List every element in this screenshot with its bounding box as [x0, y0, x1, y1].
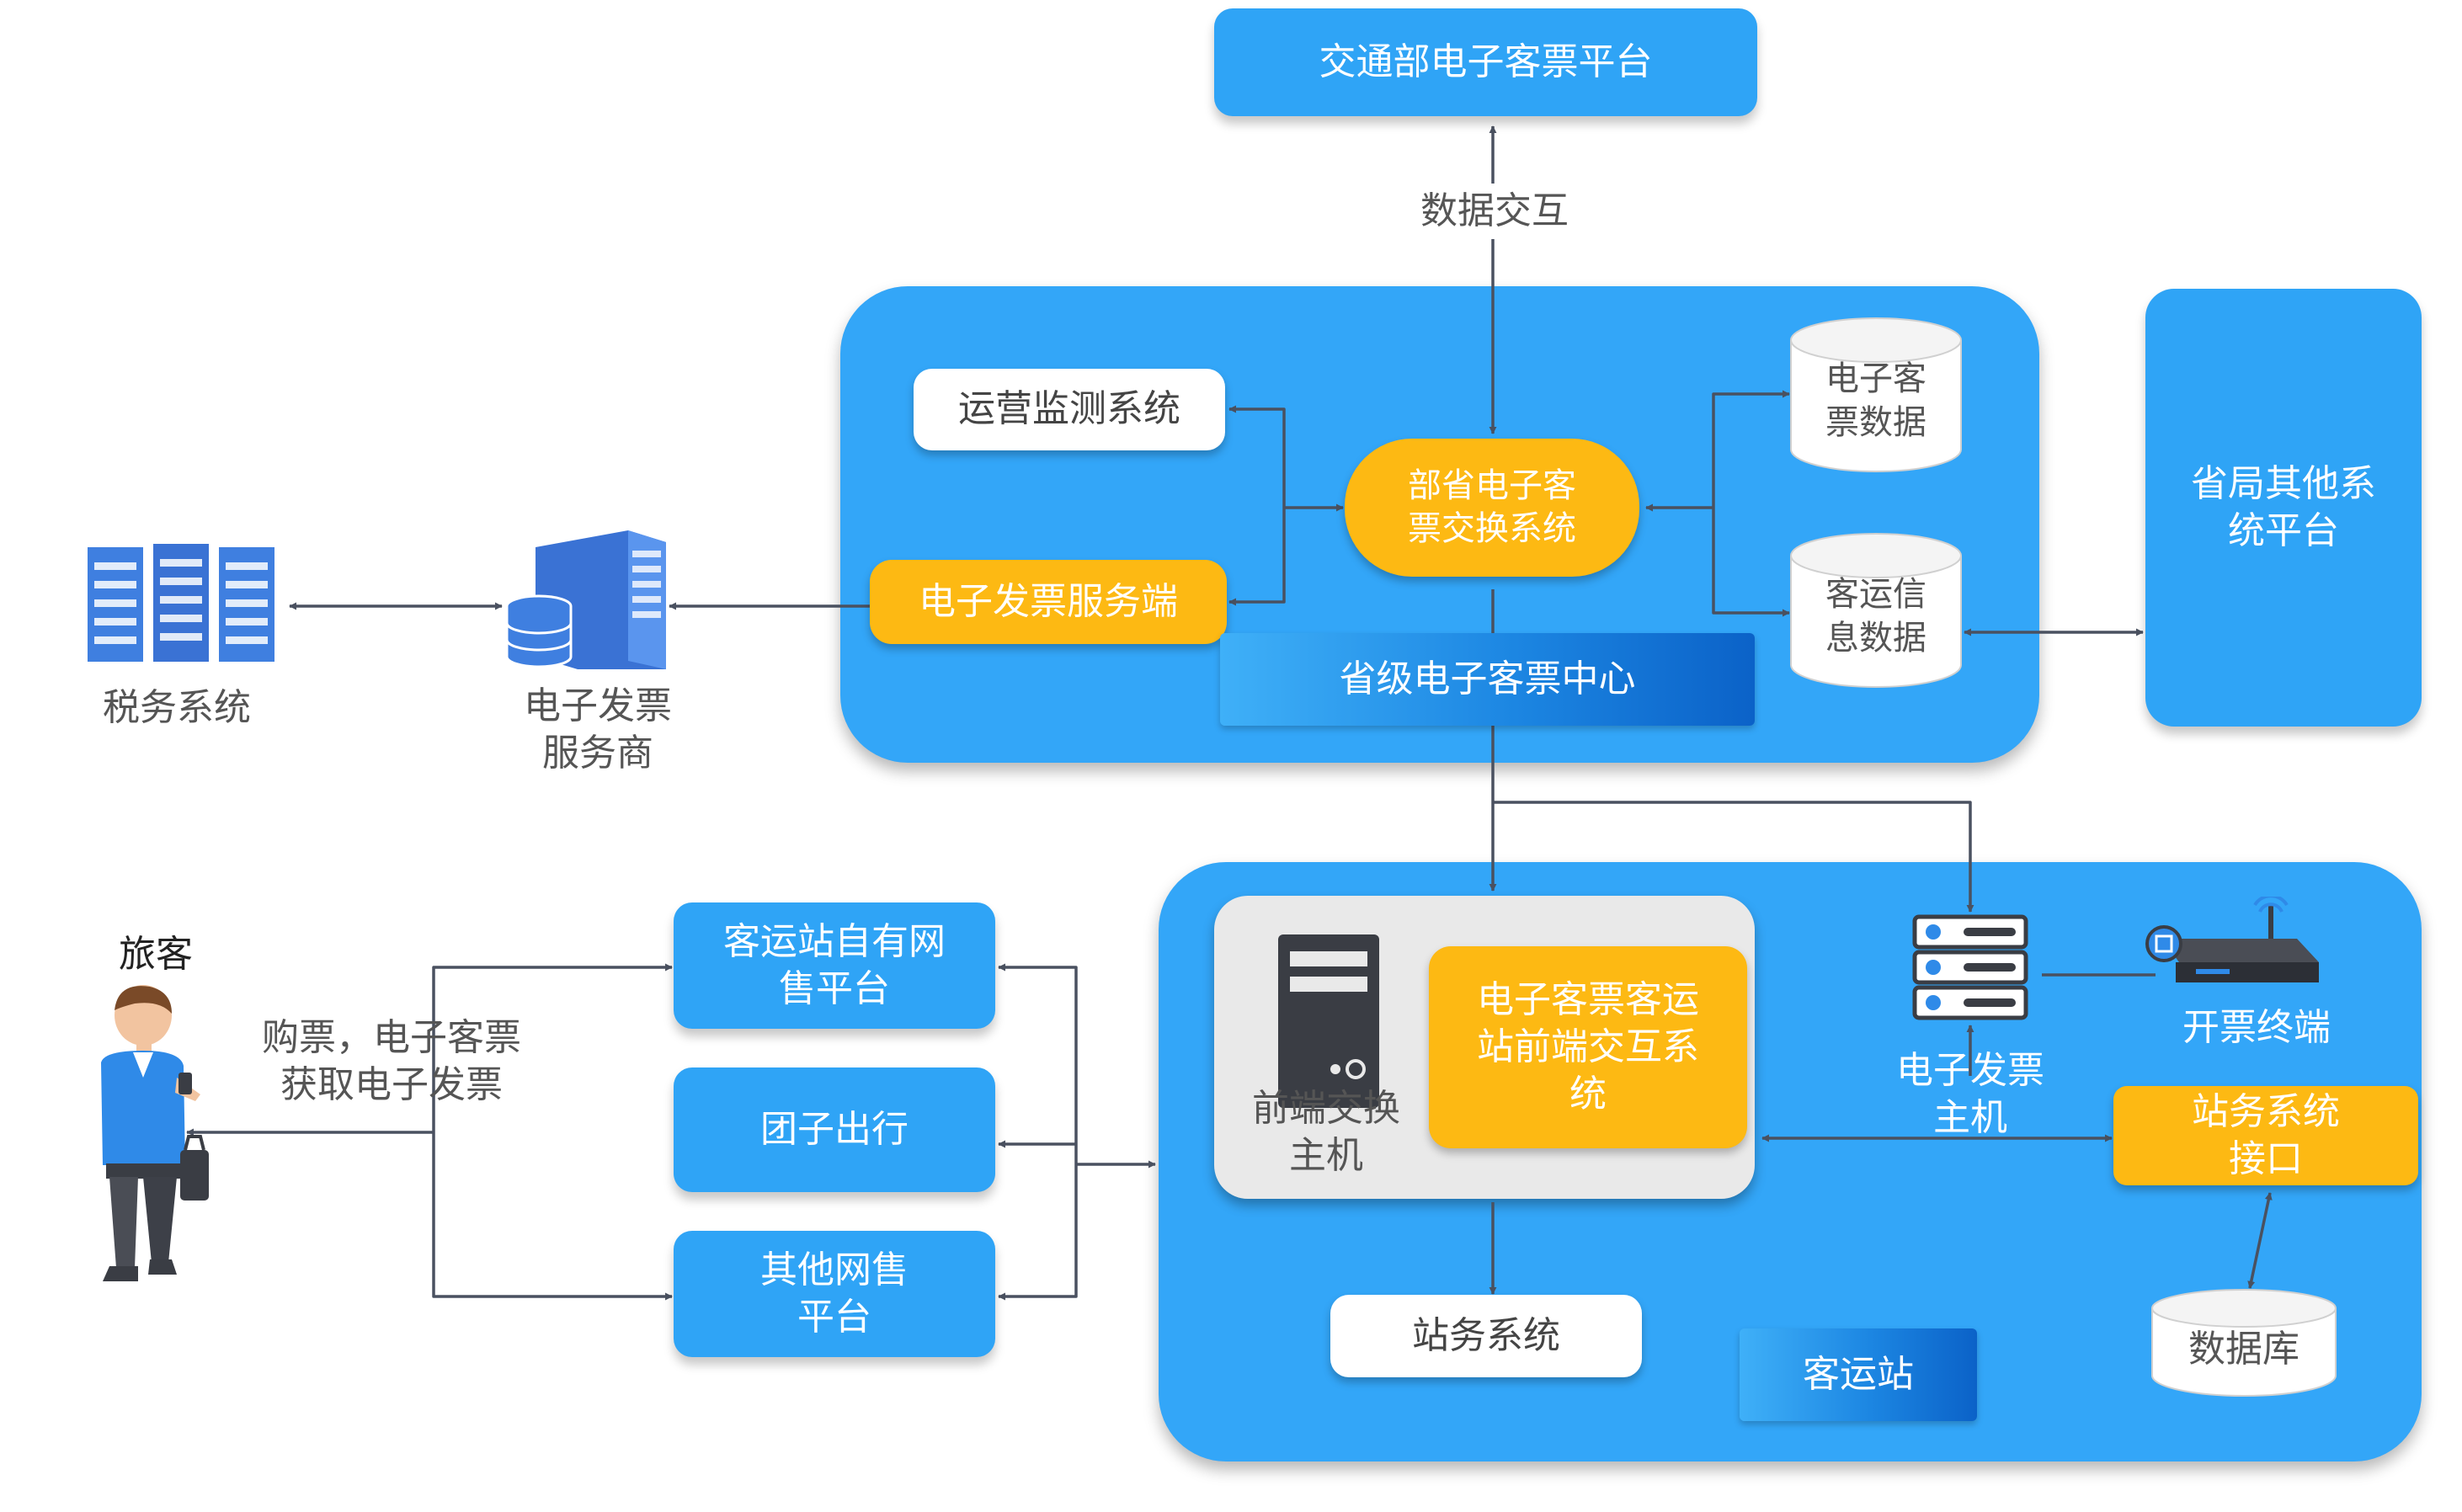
eticket-data-label: 电子客 票数据 — [1825, 359, 1926, 442]
other-platforms-box: 省局其他系 统平台 — [2145, 289, 2422, 727]
passenger-label: 旅客 — [119, 932, 193, 976]
own-platform-box: 客运站自有网 售平台 — [674, 902, 995, 1029]
tax-system-label: 税务系统 — [103, 685, 251, 729]
einvoice-provider-label: 电子发票 服务商 — [524, 684, 672, 775]
ops-monitor-box: 运营监测系统 — [914, 369, 1225, 450]
ops-monitor-label: 运营监测系统 — [958, 387, 1180, 431]
rack-server-icon — [1911, 913, 2029, 1021]
wire-interface-database — [2247, 1192, 2273, 1289]
other-platforms-label: 省局其他系 统平台 — [2191, 461, 2376, 552]
purchase-label: 购票，电子客票 获取电子发票 — [262, 1015, 521, 1106]
network-router-icon — [2145, 894, 2322, 989]
traveler-person-icon — [84, 985, 210, 1296]
exchange-system-box: 部省电子客 票交换系统 — [1345, 439, 1639, 577]
server-database-icon — [502, 522, 670, 673]
provincial-center-banner: 省级电子客票中心 — [1220, 633, 1755, 726]
other-online-box: 其他网售 平台 — [674, 1231, 995, 1357]
wire-exchange-monitor-invoice — [1228, 405, 1286, 606]
provincial-center-label: 省级电子客票中心 — [1339, 657, 1636, 700]
bus-station-label: 客运站 — [1803, 1352, 1914, 1396]
station-system-box: 站务系统 — [1330, 1295, 1642, 1377]
einvoice-server-box: 电子发票服务端 — [870, 560, 1227, 644]
ticket-terminal-label: 开票终端 — [2182, 1005, 2331, 1049]
group-travel-box: 团子出行 — [674, 1067, 995, 1192]
wire-online-bus — [998, 963, 1078, 1301]
database-label: 数据库 — [2188, 1327, 2299, 1371]
server-rack-icon — [84, 539, 278, 665]
passenger-info-label: 客运信 息数据 — [1825, 575, 1926, 658]
own-platform-label: 客运站自有网 售平台 — [723, 919, 946, 1010]
einvoice-host-label: 电子发票 主机 — [1896, 1048, 2044, 1139]
ministry-platform-label: 交通部电子客票平台 — [1319, 40, 1653, 83]
wire-exchange-databases — [1712, 390, 1790, 617]
bus-station-banner: 客运站 — [1740, 1328, 1977, 1421]
ministry-platform-box: 交通部电子客票平台 — [1214, 8, 1757, 116]
passenger-info-cylinder: 客运信 息数据 — [1788, 529, 1964, 693]
tower-server-icon — [1276, 933, 1381, 1110]
group-travel-label: 团子出行 — [760, 1107, 909, 1151]
einvoice-server-label: 电子发票服务端 — [919, 579, 1178, 623]
data-exchange-label: 数据交互 — [1381, 184, 1608, 239]
frontend-host-label: 前端交换 主机 — [1252, 1086, 1400, 1177]
database-cylinder: 数据库 — [2149, 1286, 2339, 1401]
station-interaction-box: 电子客票客运 站前端交互系 统 — [1429, 946, 1747, 1148]
eticket-data-cylinder: 电子客 票数据 — [1788, 313, 1964, 477]
wire-center-to-invoice-host — [1493, 801, 1974, 913]
station-system-label: 站务系统 — [1412, 1313, 1560, 1357]
station-interface-label: 站务系统 接口 — [2192, 1089, 2340, 1180]
station-interaction-label: 电子客票客运 站前端交互系 统 — [1477, 977, 1699, 1116]
station-interface-box: 站务系统 接口 — [2113, 1086, 2418, 1185]
exchange-system-label: 部省电子客 票交换系统 — [1408, 466, 1576, 548]
other-online-label: 其他网售 平台 — [760, 1248, 909, 1339]
